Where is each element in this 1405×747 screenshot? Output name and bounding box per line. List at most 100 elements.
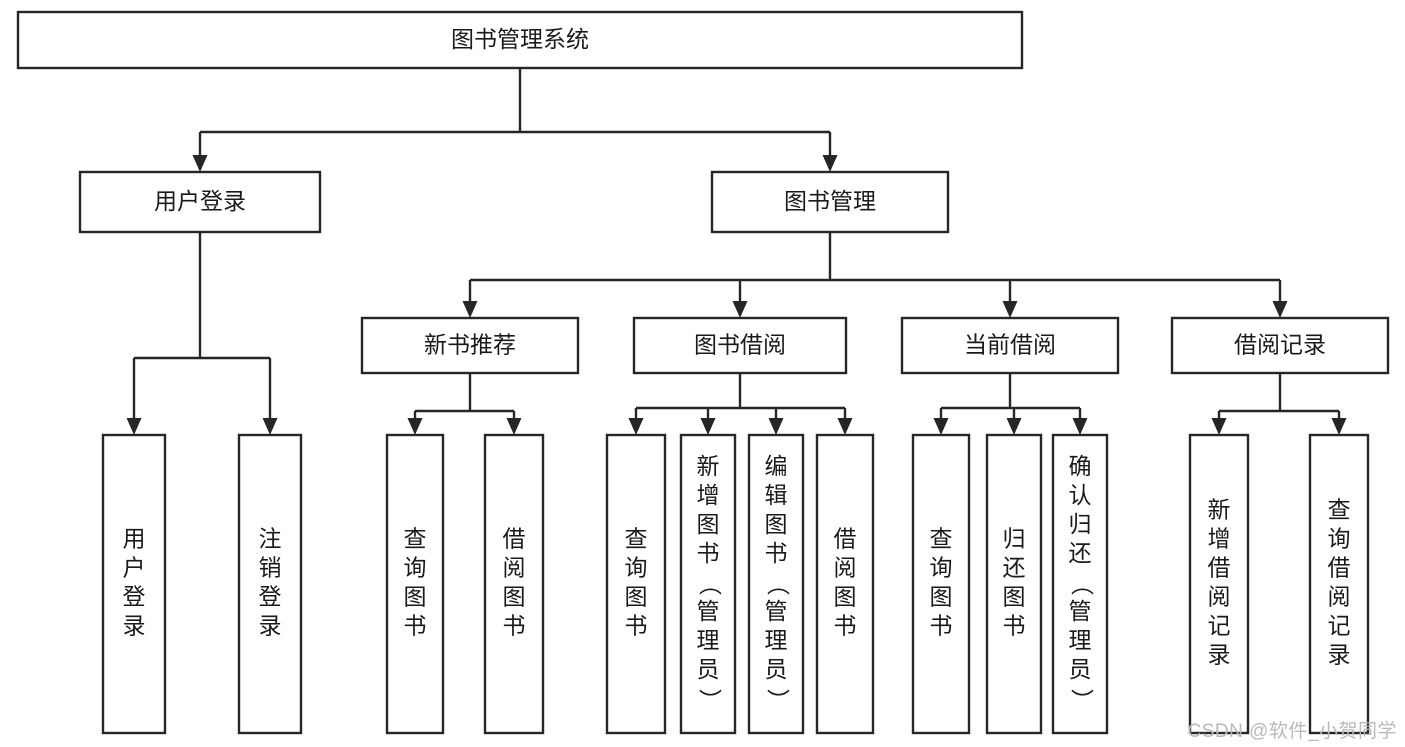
node-label-char: 图 [1003,584,1026,610]
arrow-head-icon [1331,418,1347,435]
node-label-char: 查 [404,526,427,552]
node-label-char: 查 [930,526,953,552]
arrow-head-icon [262,418,278,435]
node-label: 当前借阅 [964,332,1056,358]
node-box [815,433,875,735]
csdn-watermark: CSDN @软件_小贺同学 [1187,721,1397,742]
node-label-char: 员 [1069,656,1092,682]
node-label-char: 图 [765,511,788,537]
arrow-head-icon [1272,301,1288,318]
node-label-char: 辑 [765,482,788,508]
node-label-char: 编 [765,453,788,479]
node-label-char: 理 [697,627,720,653]
node-box [385,433,445,735]
node-label-char: 归 [1069,511,1092,537]
diagram-node-l1[interactable]: 用户登录 [101,433,167,735]
node-label: 图书管理系统 [451,26,589,52]
node-box [16,10,1024,70]
node-label-char: 增 [697,482,720,508]
node-label-char: 借 [834,526,857,552]
node-label-char: 理 [1069,627,1092,653]
arrow-head-icon [506,418,522,435]
arrow-head-icon [462,301,478,318]
node-label-char: 借 [1328,555,1351,581]
node-label-char: 增 [1208,526,1231,552]
node-box [985,433,1043,735]
node-label-char: 阅 [1328,584,1351,610]
node-label-char: 询 [404,555,427,581]
node-label-char: 记 [1328,613,1351,639]
diagram-node-current[interactable]: 当前借阅 [900,316,1120,375]
node-label-char: 录 [123,613,146,639]
node-label-char: 记 [1208,613,1231,639]
node-label-char: （ [765,573,791,596]
node-box [747,433,805,735]
node-box [605,433,667,735]
node-label-char: 阅 [1208,584,1231,610]
arrow-head-icon [407,418,423,435]
diagram-node-borrow[interactable]: 图书借阅 [632,316,848,375]
node-label-char: 借 [503,526,526,552]
arrow-head-icon [768,418,784,435]
node-box [1170,316,1390,375]
node-label-char: 录 [1328,642,1351,668]
node-label-char: 图 [404,584,427,610]
arrow-head-icon [1072,418,1088,435]
node-box [1051,433,1109,735]
node-label-char: 还 [1069,540,1092,566]
node-label-char: 查 [625,526,648,552]
arrow-head-icon [126,418,142,435]
node-label: 图书管理 [784,188,876,214]
node-box [1308,433,1370,735]
arrow-head-icon [732,301,748,318]
arrow-head-icon [933,418,949,435]
diagram-node-login[interactable]: 用户登录 [78,170,322,234]
arrow-head-icon [1002,301,1018,318]
node-label-char: 书 [625,613,648,639]
node-label-char: ） [1069,689,1095,712]
arrow-head-icon [1211,418,1227,435]
node-label-char: 认 [1069,482,1092,508]
node-label-char: 管 [1069,598,1092,624]
node-box [900,316,1120,375]
node-label-char: 图 [834,584,857,610]
diagram-node-root[interactable]: 图书管理系统 [16,10,1024,70]
node-label-char: 书 [503,613,526,639]
node-label-char: （ [1069,573,1095,596]
node-label-char: 归 [1003,526,1026,552]
node-label-char: 录 [1208,642,1231,668]
diagram-node-bookmgmt[interactable]: 图书管理 [710,170,950,234]
node-box [632,316,848,375]
node-label: 新书推荐 [424,332,516,358]
arrow-head-icon [837,418,853,435]
node-label-char: 图 [697,511,720,537]
node-label-char: 户 [123,555,146,581]
node-label-char: 注 [259,526,282,552]
node-label-char: 登 [123,584,146,610]
node-label-char: （ [697,573,723,596]
node-label-char: 新 [1208,497,1231,523]
node-label-char: 书 [765,540,788,566]
node-label-char: 借 [1208,555,1231,581]
node-label-char: 理 [765,627,788,653]
diagram-node-newbook[interactable]: 新书推荐 [360,316,580,375]
diagram-node-records[interactable]: 借阅记录 [1170,316,1390,375]
node-label-char: 还 [1003,555,1026,581]
arrow-head-icon [822,155,838,172]
arrow-head-icon [192,155,208,172]
node-label-char: 录 [259,613,282,639]
node-label-char: 图 [625,584,648,610]
